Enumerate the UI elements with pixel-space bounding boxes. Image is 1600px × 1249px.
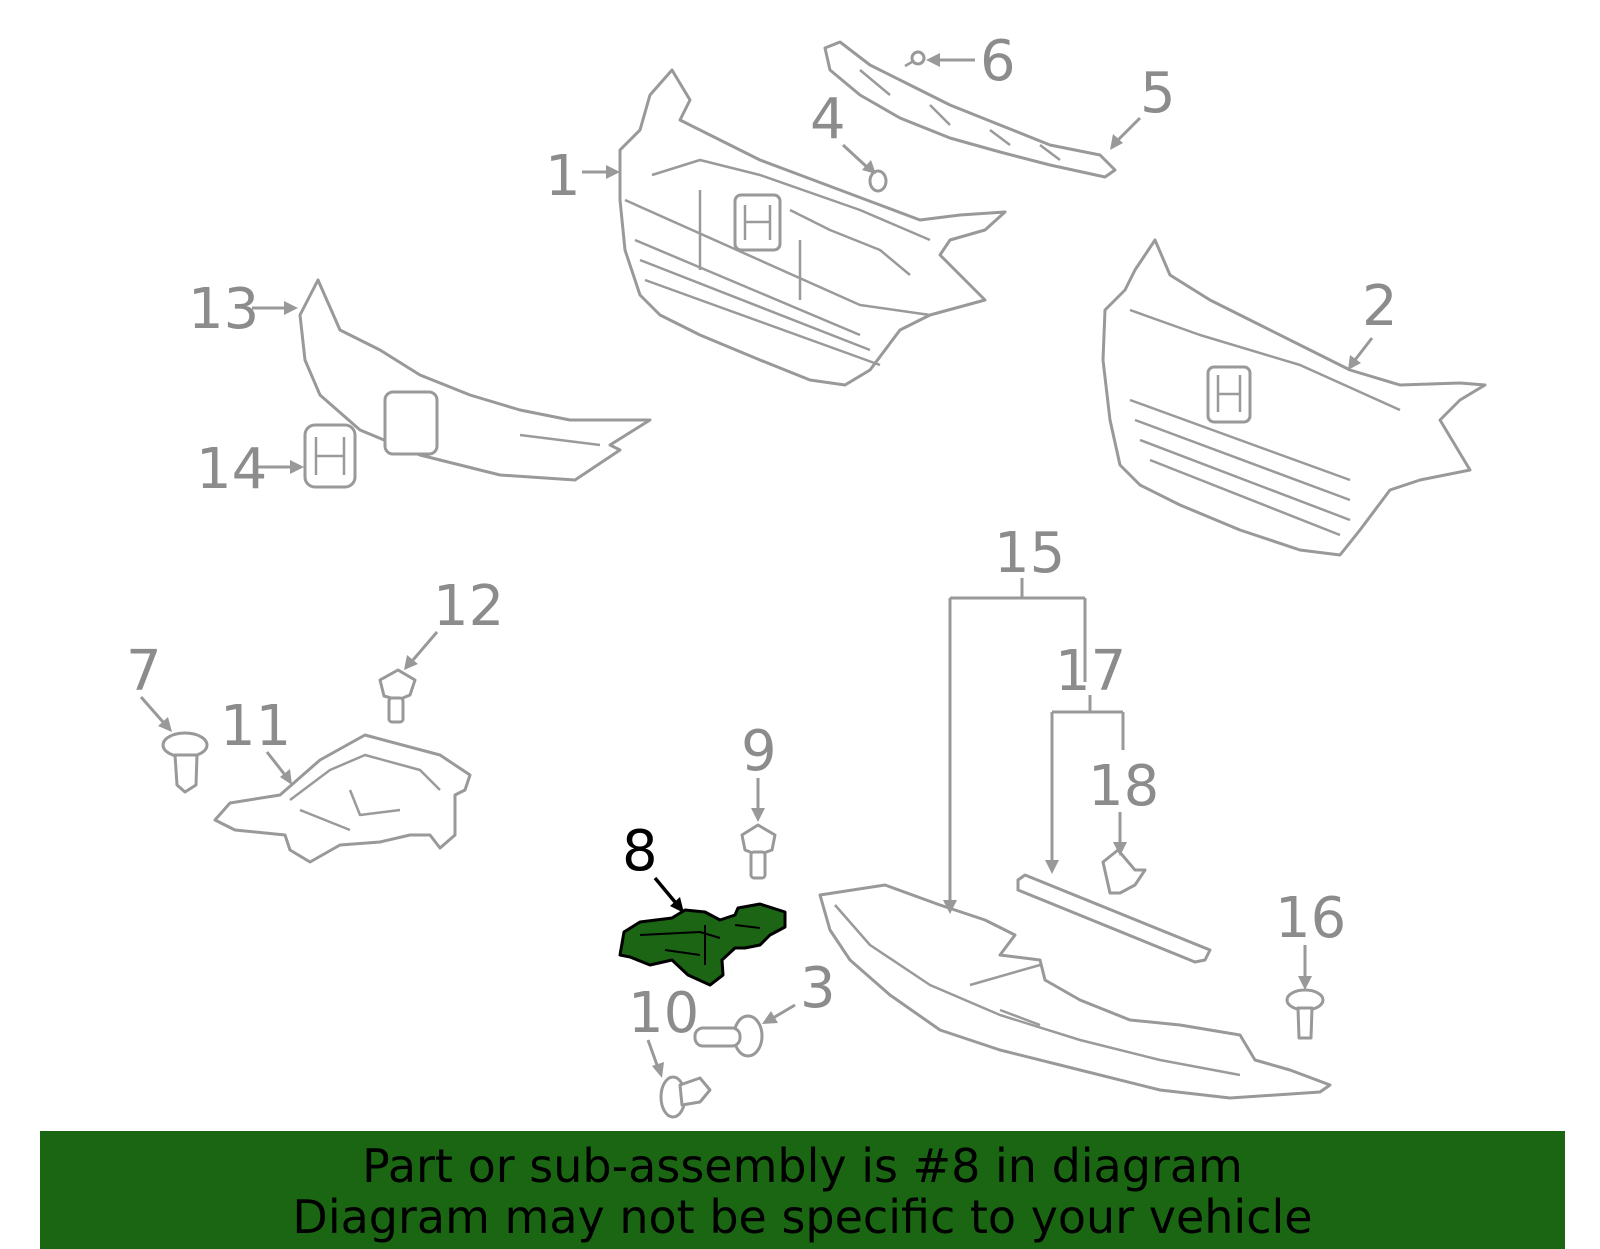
callout-16: 16 — [1275, 886, 1346, 951]
callout-9: 9 — [741, 719, 777, 784]
callout-2: 2 — [1362, 274, 1398, 339]
part-4-clip — [868, 169, 888, 193]
callout-14: 14 — [196, 437, 267, 502]
callout-13: 13 — [188, 277, 259, 342]
callout-7: 7 — [126, 639, 162, 704]
callout-11: 11 — [220, 694, 291, 759]
part-18-clip — [1101, 848, 1147, 895]
banner-line-disclaimer: Diagram may not be specific to your vehi… — [292, 1190, 1313, 1244]
part-1-grille — [618, 68, 1007, 387]
leader-lines — [139, 53, 1374, 1078]
callout-18: 18 — [1088, 754, 1159, 819]
callout-3: 3 — [800, 956, 836, 1021]
part-6-screw — [904, 50, 926, 68]
part-14-emblem — [303, 423, 357, 489]
part-16-clip — [1285, 988, 1325, 1040]
part-2-grille — [1101, 238, 1487, 557]
callout-12: 12 — [433, 574, 504, 639]
callout-17: 17 — [1055, 639, 1126, 704]
parts-diagram: 1 2 3 4 5 6 7 8 9 10 11 12 13 14 15 16 1… — [126, 29, 1487, 1119]
callout-8: 8 — [622, 819, 658, 884]
info-banner: Part or sub-assembly is #8 in diagram Di… — [40, 1131, 1565, 1249]
banner-line-part: Part or sub-assembly is #8 in diagram — [362, 1139, 1243, 1193]
part-10-clip — [659, 1075, 712, 1119]
part-9-bolt — [740, 823, 777, 880]
callout-5: 5 — [1140, 61, 1176, 126]
part-8-bracket-highlighted — [618, 902, 787, 987]
callout-10: 10 — [628, 981, 699, 1046]
callout-6: 6 — [980, 29, 1016, 94]
part-17-seal — [1016, 873, 1212, 964]
callout-1: 1 — [545, 144, 581, 209]
part-7-clip — [161, 731, 209, 794]
callout-4: 4 — [810, 87, 846, 152]
callouts: 1 2 3 4 5 6 7 8 9 10 11 12 13 14 15 16 1… — [126, 29, 1398, 1046]
callout-15: 15 — [994, 521, 1065, 586]
part-13-molding — [298, 278, 652, 482]
part-11-bracket — [213, 733, 472, 864]
part-5-bracket — [823, 40, 1117, 179]
part-15-under-cover — [818, 883, 1332, 1100]
part-3-bolt — [693, 1014, 764, 1058]
part-12-bolt — [378, 668, 417, 724]
